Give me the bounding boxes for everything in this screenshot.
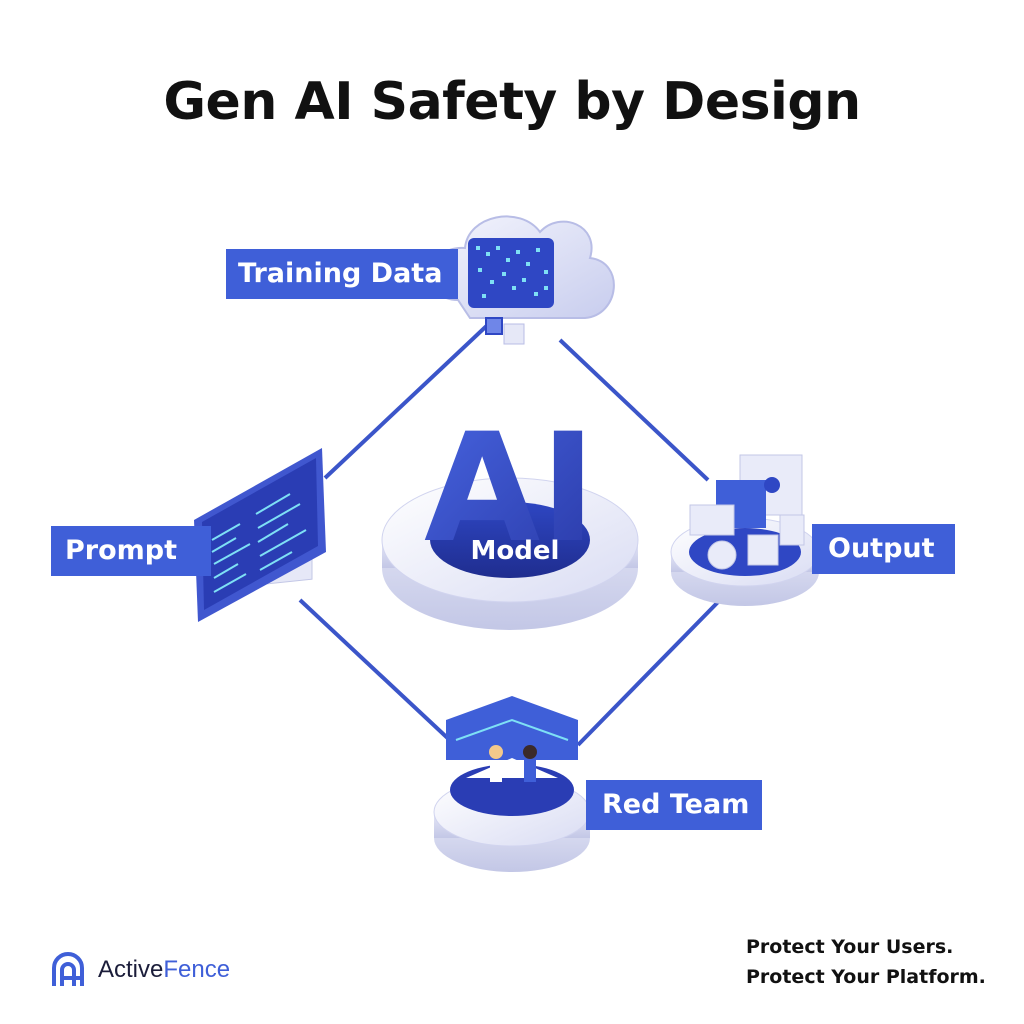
brand-name-part1: Active — [98, 956, 164, 983]
ai-letters: AI — [424, 402, 596, 576]
node-label-training-data: Training Data — [226, 249, 458, 299]
brand-name: ActiveFence — [98, 956, 230, 984]
tagline: Protect Your Users. Protect Your Platfor… — [746, 932, 1006, 992]
model-label: Model — [470, 536, 560, 566]
tagline-line1: Protect Your Users. — [746, 936, 954, 958]
red-team-workstation-icon — [433, 696, 591, 872]
node-label-output: Output — [812, 524, 955, 574]
media-output-icon — [670, 454, 820, 606]
brand-name-part2: Fence — [163, 956, 231, 983]
page-title: Gen AI Safety by Design — [163, 72, 861, 132]
node-label-red-team: Red Team — [586, 780, 762, 830]
tagline-line2: Protect Your Platform. — [746, 966, 986, 988]
cloud-database-icon — [431, 215, 615, 345]
connector-lines — [298, 316, 722, 747]
node-label-prompt: Prompt — [51, 526, 211, 576]
activefence-logo-icon — [52, 952, 84, 986]
ai-model-platform: AI — [381, 402, 639, 630]
monitor-code-icon — [194, 448, 326, 622]
brand: ActiveFence — [48, 948, 230, 992]
